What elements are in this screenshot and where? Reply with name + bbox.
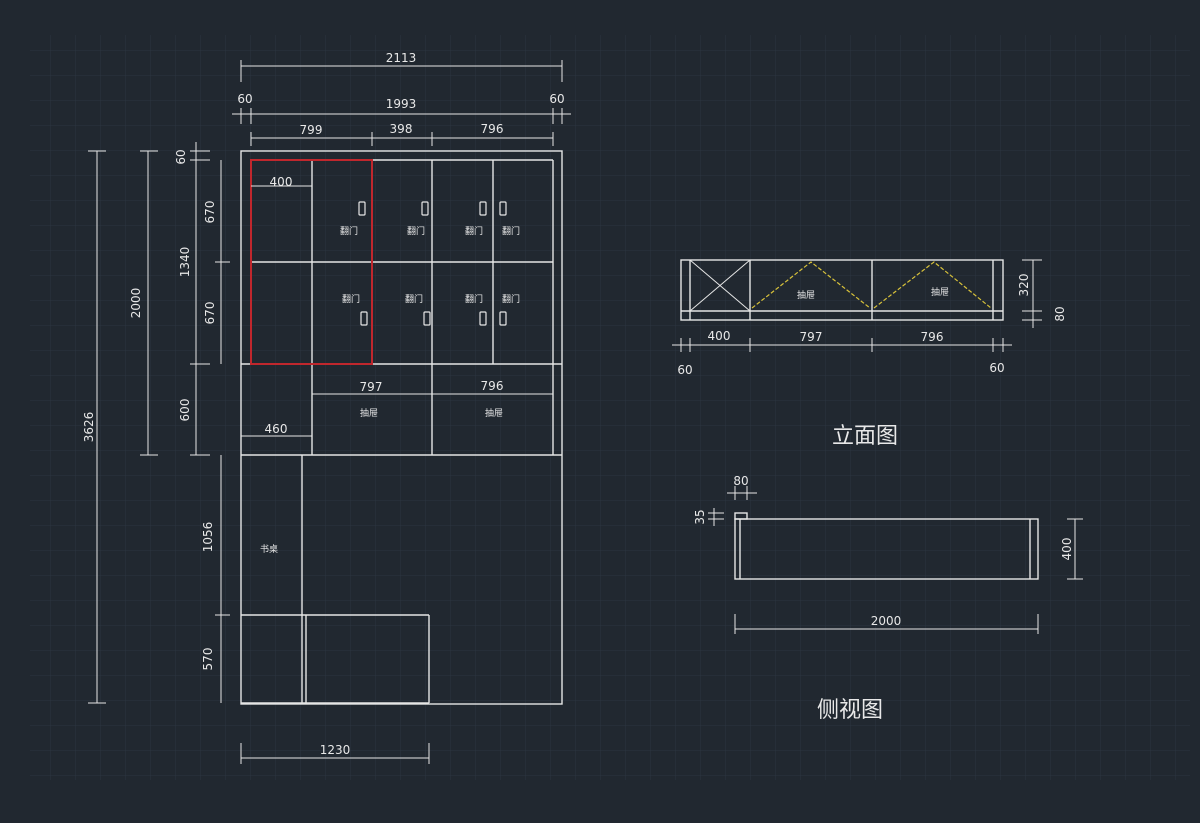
side-dim-left: 35 [693,509,707,524]
door-label: 翻门 [340,225,358,237]
drawer-label: 抽屉 [360,407,378,419]
elev-dim-w3: 796 [921,330,944,344]
dim-door-width: 400 [270,175,293,189]
dim-desk-height: 1056 [201,522,215,553]
elev-dim-right: 60 [989,361,1004,375]
side-view-title: 侧视图 [817,698,883,723]
desk-label: 书桌 [260,543,278,555]
side-view: 80 35 400 2000 侧视图 [693,474,1083,723]
door-handles [358,201,507,326]
grid [30,35,1190,780]
dim-drawer-left: 797 [360,380,383,394]
dim-top-board: 60 [174,149,188,164]
drawer-diagonal [751,261,871,309]
elev-dim-base: 80 [1053,306,1067,321]
drawer-diagonal [873,261,992,309]
door-label: 翻门 [465,293,483,305]
dim-base-height: 570 [201,648,215,671]
door-label: 翻门 [502,225,520,237]
elev-drawer-label: 抽屉 [797,289,815,301]
elev-dim-w2: 797 [800,330,823,344]
dimension-lines-top [232,60,571,764]
dim-door-height-upper: 670 [203,201,217,224]
elev-drawer-label: 抽屉 [931,286,949,298]
dim-upper-total: 1340 [178,247,192,278]
door-label: 翻门 [502,293,520,305]
drawer-label: 抽屉 [485,407,503,419]
outer-frame [240,150,563,705]
elevation-title: 立面图 [832,424,898,449]
side-dimension-lines [708,486,1083,634]
side-dim-height: 400 [1060,538,1074,561]
dim-sec-mid: 398 [390,122,413,136]
front-view: 翻门 翻门 翻门 翻门 翻门 翻门 翻门 翻门 抽屉 抽屉 书桌 [82,51,571,764]
elevation-view: 抽屉 抽屉 400 797 796 60 60 320 80 立面图 [672,259,1067,449]
dim-side-left: 60 [237,92,252,106]
dim-drawer-height: 600 [178,399,192,422]
dim-side-right: 60 [549,92,564,106]
highlighted-door [250,159,373,365]
elev-dim-left: 60 [677,363,692,377]
dimension-lines-left [88,142,230,704]
dim-inner-width: 1993 [386,97,417,111]
elevation-frame [680,259,1004,321]
dim-total-height: 3626 [82,412,96,443]
door-label: 翻门 [342,293,360,305]
side-dim-length: 2000 [871,614,902,628]
dim-base-width: 1230 [320,743,351,757]
dim-sec-left: 799 [300,123,323,137]
door-label: 翻门 [407,225,425,237]
door-label: 翻门 [465,225,483,237]
cross-line [689,259,751,312]
dim-drawer-right: 796 [481,379,504,393]
elevation-dimension-lines [672,259,1042,352]
side-dim-top: 80 [733,474,748,488]
elev-dim-w1: 400 [708,329,731,343]
dim-sec-right: 796 [481,122,504,136]
dim-desk-width: 460 [265,422,288,436]
door-label: 翻门 [405,293,423,305]
side-top-lip [734,512,748,520]
dim-cabinet-height: 2000 [129,288,143,319]
elev-dim-height: 320 [1017,274,1031,297]
side-frame [734,518,1039,580]
dim-door-height-lower: 670 [203,302,217,325]
dim-overall-width: 2113 [386,51,417,65]
